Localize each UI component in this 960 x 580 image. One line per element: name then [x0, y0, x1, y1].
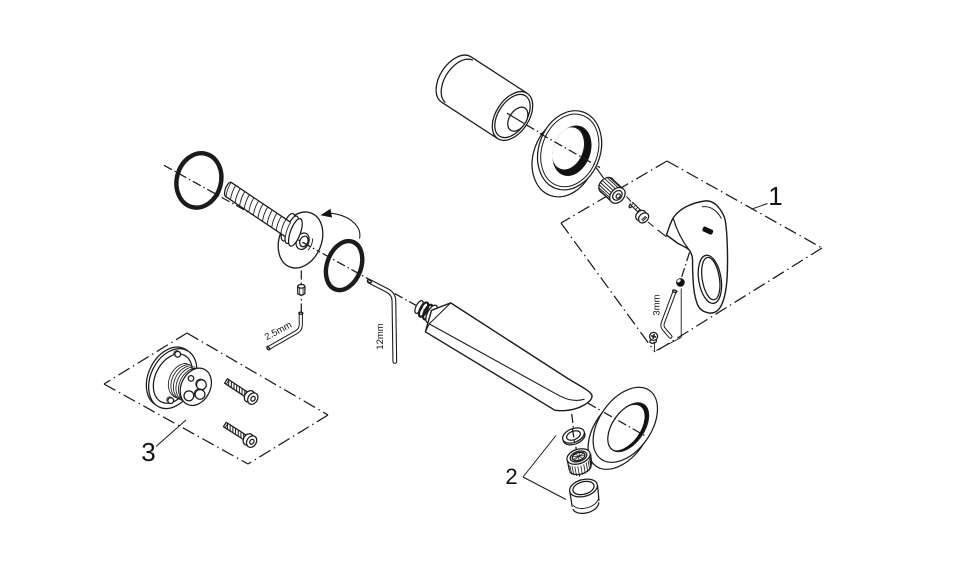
svg-text:3mm: 3mm	[651, 294, 662, 315]
svg-text:1: 1	[768, 181, 782, 211]
svg-text:12mm: 12mm	[375, 323, 386, 349]
svg-text:2: 2	[505, 464, 517, 489]
svg-text:3: 3	[141, 437, 155, 467]
